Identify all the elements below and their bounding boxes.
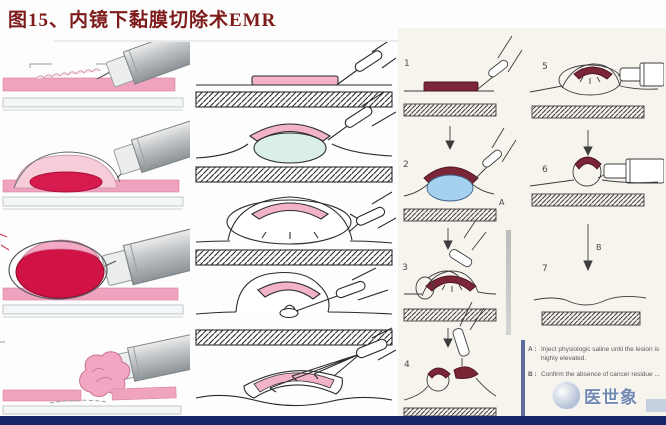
scan-artifact — [646, 399, 666, 412]
panel-steps-5-7: 5 6 — [524, 28, 666, 416]
step-3: 3 — [402, 219, 497, 322]
legend-notes: A : Inject physiologic saline until the … — [528, 345, 662, 385]
step-4: 4 — [403, 301, 497, 416]
muscle-layer — [403, 208, 497, 222]
flat-lesion — [423, 81, 479, 92]
colored-illustration-svg — [0, 42, 190, 415]
panel-steps-1-4: 1 2 — [398, 28, 524, 416]
note-b-label: B : — [528, 370, 537, 378]
resected-specimen — [79, 351, 131, 397]
mid-step-elevation — [195, 91, 396, 183]
footer-bar — [0, 416, 666, 425]
step-5: 5 — [529, 62, 664, 119]
saline-cushion — [253, 132, 327, 164]
snare-loop-icon — [415, 276, 435, 300]
left-step-injection — [2, 42, 190, 111]
marker-a-label: A — [499, 198, 505, 207]
muscle-layer — [195, 91, 393, 108]
muscle-layer — [541, 311, 641, 326]
muscle-layer — [403, 308, 497, 322]
note-a-label: A : — [528, 346, 537, 353]
step-number: 4 — [404, 360, 410, 370]
muscle-layer — [195, 329, 393, 346]
step-number: 3 — [402, 263, 408, 273]
step-number: 5 — [542, 62, 548, 72]
left-step-retrieval — [0, 330, 190, 415]
arrow-down-icon — [443, 228, 453, 251]
note-a: A : Inject physiologic saline until the … — [528, 345, 662, 364]
muscle-layer — [403, 103, 497, 117]
mucosal-defect — [49, 399, 109, 404]
page-gutter-shadow-lower — [521, 340, 525, 416]
figure-title: 图15、内镜下黏膜切除术EMR — [8, 10, 277, 31]
arrow-down-icon — [583, 130, 593, 157]
muscle-layer — [531, 193, 645, 207]
endoscope-icon — [111, 114, 190, 180]
page-gutter-shadow — [506, 230, 511, 335]
arrow-down-icon — [443, 328, 453, 349]
panel-colored-illustration — [0, 42, 190, 416]
saline-cushion — [426, 174, 474, 202]
line-drawing-svg — [195, 42, 396, 407]
mid-step-lesion — [195, 42, 396, 108]
endoscope-icon — [99, 221, 190, 291]
step-number: 2 — [403, 160, 409, 170]
muscle-layer — [195, 249, 393, 266]
arrow-down-b: B — [583, 224, 602, 272]
step-2: 2 A — [403, 127, 517, 222]
panel-line-drawing — [192, 42, 396, 416]
left-step-elevation — [2, 114, 190, 210]
mid-step-snare — [195, 191, 396, 266]
marker-b-label: B — [596, 243, 602, 252]
mid-step-strangulation — [195, 267, 393, 346]
arrow-down-icon — [445, 126, 455, 151]
muscle-layer — [403, 407, 497, 416]
note-a-text: Inject physiologic saline until the lesi… — [541, 346, 660, 363]
muscle-layer — [531, 105, 645, 119]
step-6: 6 — [529, 156, 664, 207]
grasper-icon — [269, 353, 361, 389]
muscle-layer — [195, 166, 393, 183]
scan-edge-line — [54, 40, 559, 42]
snare-loop-icon — [8, 240, 108, 300]
injected-fluid — [29, 171, 103, 193]
step-number: 7 — [542, 264, 548, 274]
steps-1-4-svg: 1 2 — [402, 35, 523, 416]
steps-5-7-svg: 5 6 — [529, 62, 664, 326]
step-number: 6 — [542, 165, 548, 175]
note-b-text: Confirm the absence of cancer residue ..… — [541, 370, 660, 378]
step-1: 1 — [403, 35, 523, 117]
step-number: 1 — [404, 59, 410, 69]
mid-step-retrieval — [195, 327, 396, 407]
step-7: 7 — [533, 264, 647, 326]
note-b: B : Confirm the absence of cancer residu… — [528, 370, 662, 379]
healed-defect — [533, 295, 647, 306]
marked-lesion — [35, 68, 101, 80]
left-step-snare — [0, 221, 190, 318]
